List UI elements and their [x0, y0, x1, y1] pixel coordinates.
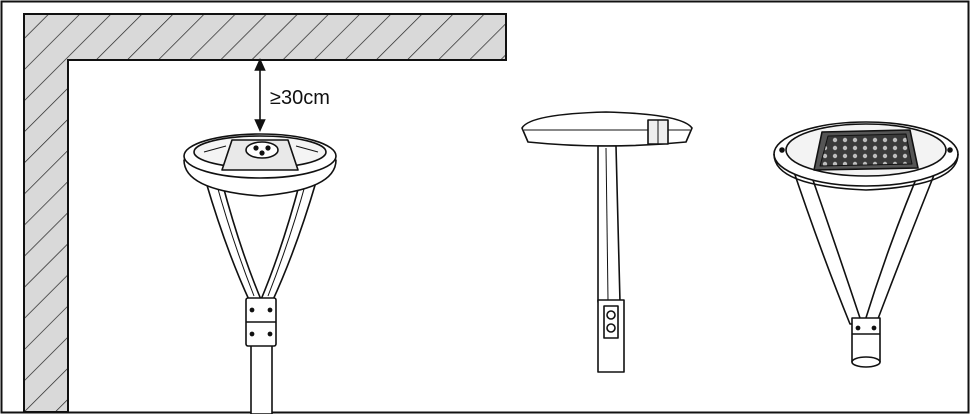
clearance-arrow: [254, 58, 266, 132]
clearance-label: ≥30cm: [270, 87, 330, 109]
luminaire-installed: [183, 133, 337, 414]
luminaire-side-view: [521, 111, 693, 373]
luminaire-underside-view: [773, 121, 959, 368]
ceiling-wall: [23, 13, 507, 413]
